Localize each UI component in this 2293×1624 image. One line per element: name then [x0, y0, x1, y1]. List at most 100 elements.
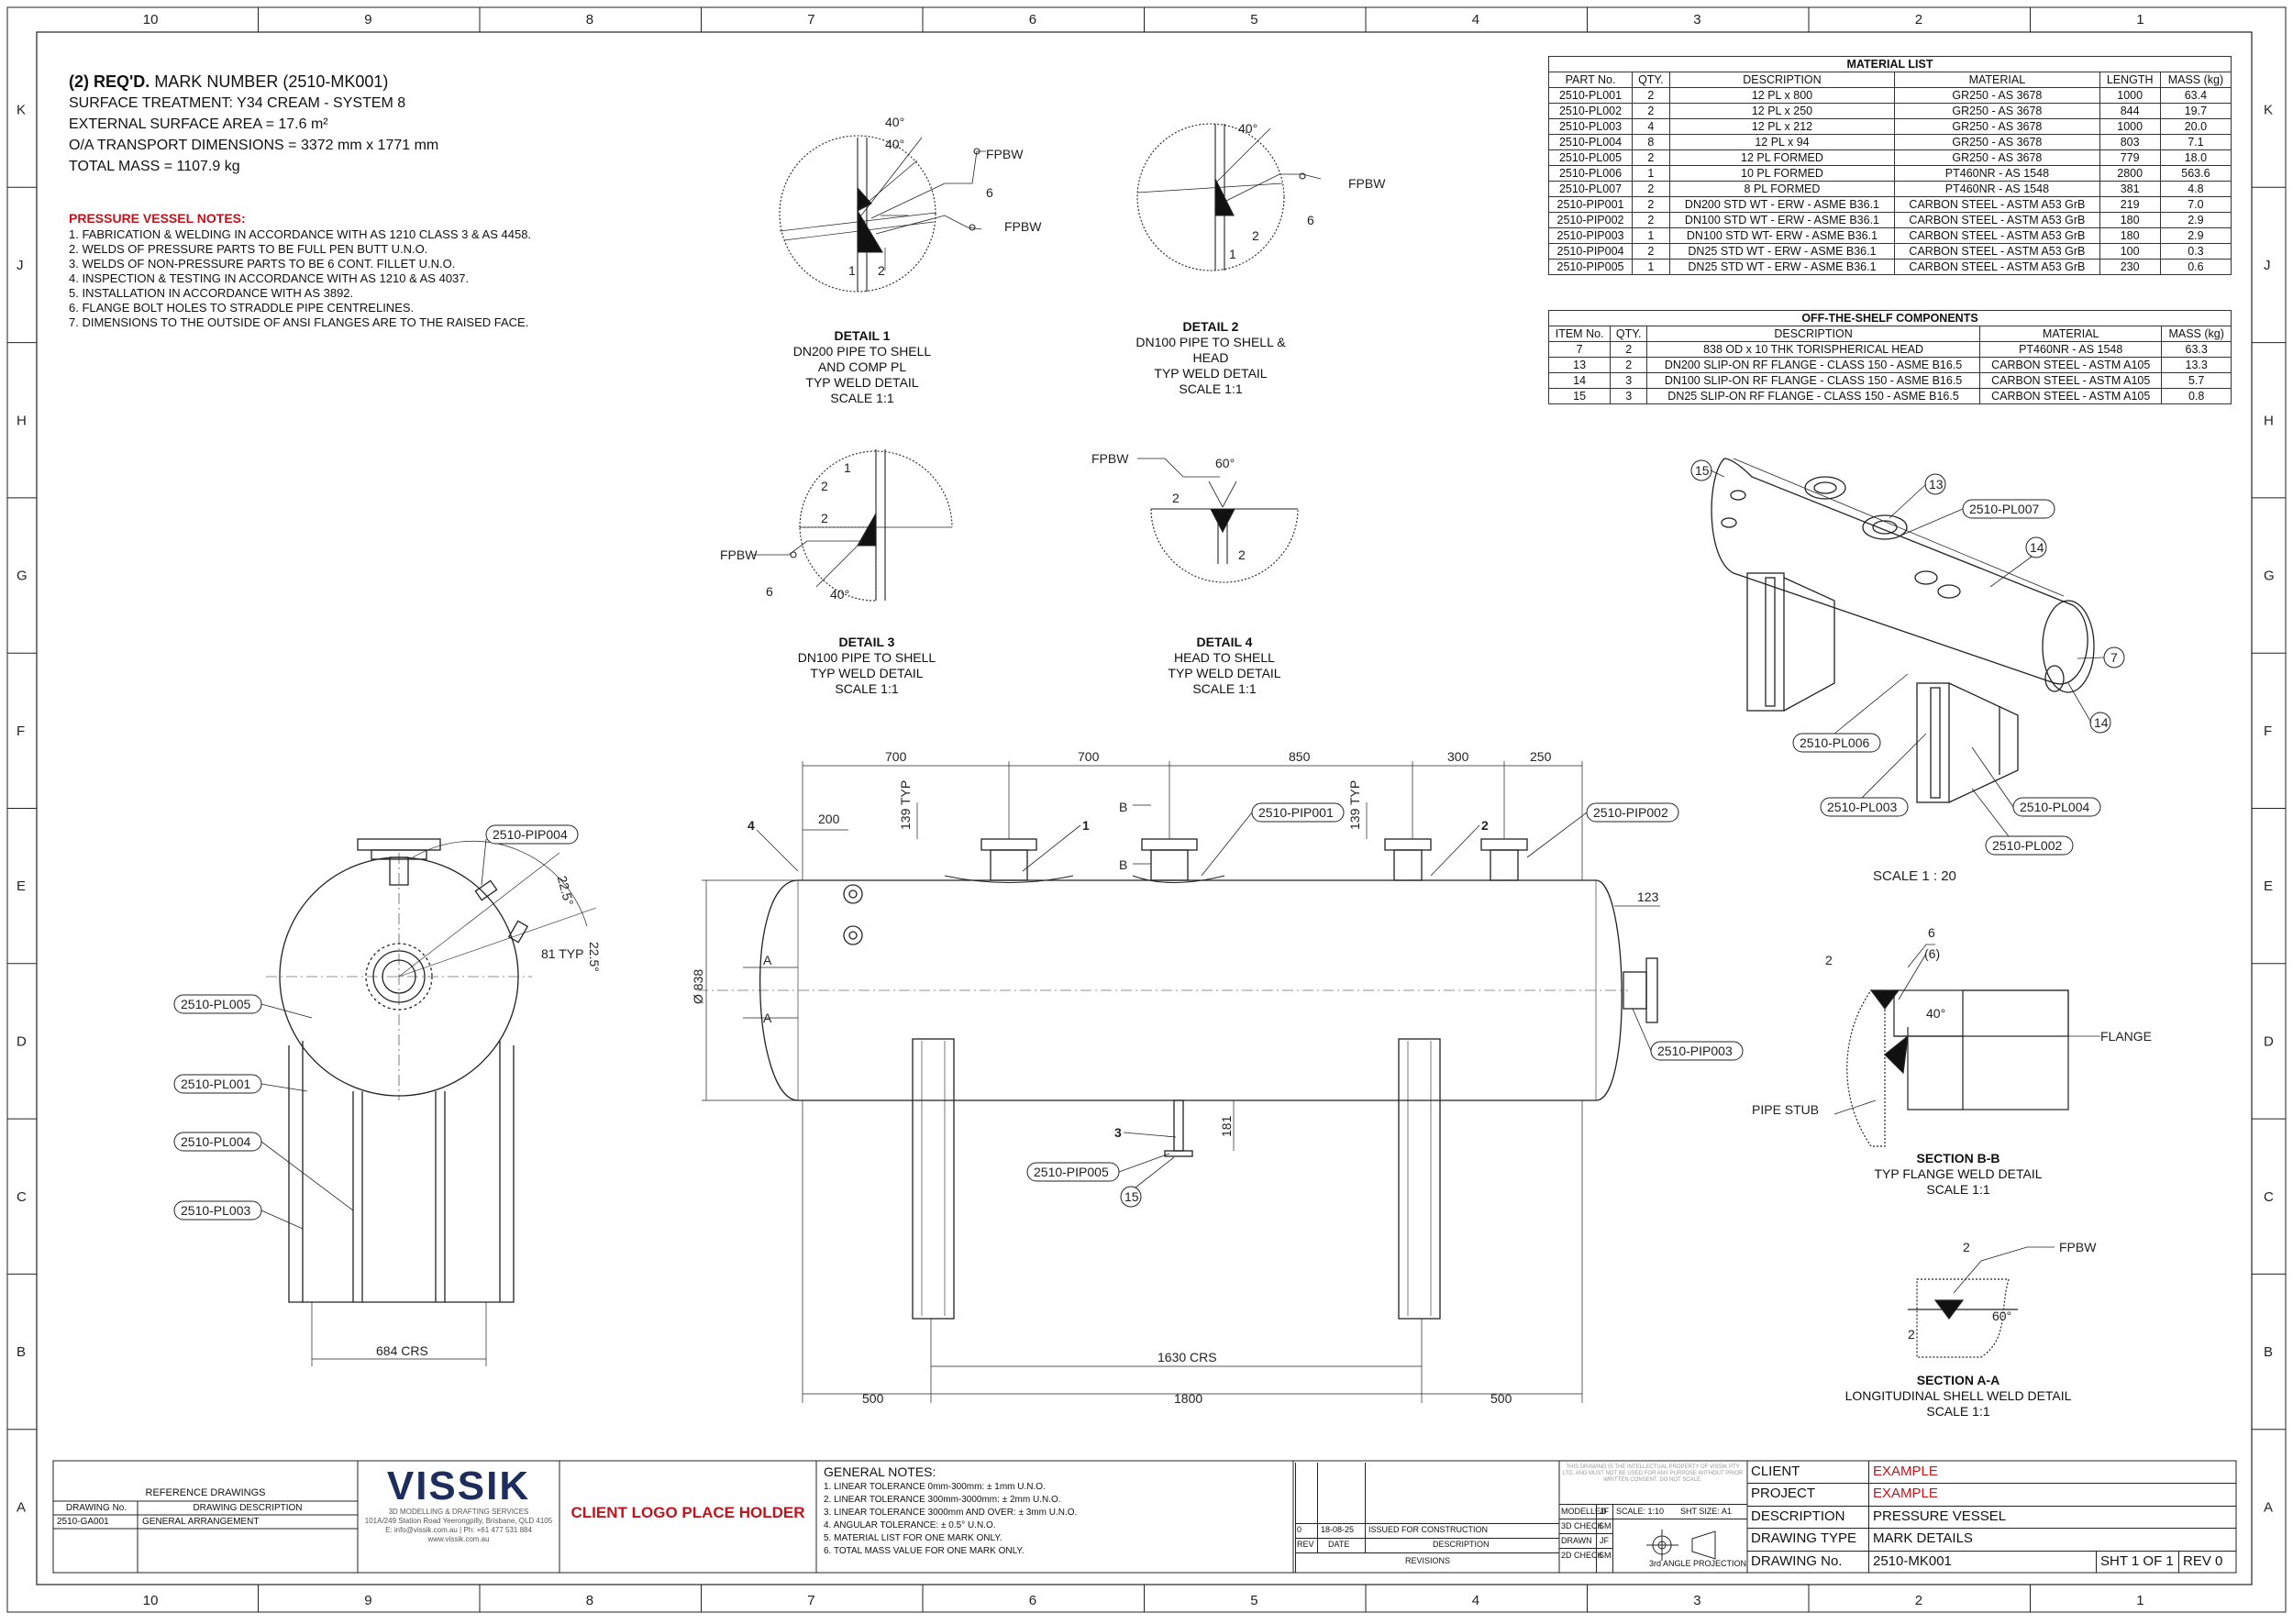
detail-desc: DN100 PIPE TO SHELL & HEAD [1135, 335, 1286, 365]
column-header: MASS (kg) [2159, 72, 2232, 88]
fpbw-label: FPBW [1091, 451, 1129, 466]
detail-scale: SCALE 1:1 [830, 391, 894, 405]
ref-drawing-no[interactable]: 2510-GA001 [57, 1517, 109, 1527]
dim-123: 123 [1637, 889, 1659, 904]
table-cell: 2510-PIP004 [1547, 243, 1634, 260]
table-cell: 2 [1610, 357, 1648, 373]
title-block-label: DESCRIPTION [1751, 1508, 1845, 1524]
detail-desc: TYP WELD DETAIL [805, 375, 919, 390]
title-block-row: PROJECT EXAMPLE [1747, 1483, 2236, 1507]
projection-symbol [1646, 1530, 1716, 1561]
dim-dia: Ø 838 [691, 969, 705, 1004]
mark-1: 1 [1082, 818, 1090, 833]
table-cell: DN25 STD WT - ERW - ASME B36.1 [1668, 259, 1896, 275]
table-cell: 2 [1632, 243, 1670, 260]
zone-column-label: 2 [1915, 12, 1922, 28]
table-cell: 230 [2099, 259, 2161, 275]
table-cell: 1 [1632, 227, 1670, 244]
zone-column-label: 4 [1472, 12, 1479, 28]
iso-scale: SCALE 1 : 20 [1873, 868, 1956, 884]
callout-pl001: 2510-PL001 [181, 1077, 251, 1091]
brand-addr: 101A/249 Station Road Yeerongpilly, Bris… [364, 1517, 553, 1525]
zone-row-label: A [2264, 1499, 2273, 1515]
detail-3-annotations: FPBW 40° 6 1 2 2 [720, 460, 851, 602]
column-header: MASS (kg) [2161, 326, 2232, 342]
dim-81: 81 TYP [541, 946, 583, 961]
zone-row-label: H [2264, 413, 2274, 428]
dim-bottom-2: 1800 [1174, 1391, 1202, 1406]
pv-note: 3. WELDS OF NON-PRESSURE PARTS TO BE 6 C… [69, 257, 456, 271]
table-cell: PT460NR - AS 1548 [1979, 341, 2163, 358]
general-note: 3. LINEAR TOLERANCE 3000mm AND OVER: ± 3… [824, 1508, 1078, 1518]
title-block-label: PROJECT [1751, 1486, 1816, 1502]
isometric-view [1711, 458, 2095, 803]
dim-1630: 1630 CRS [1158, 1350, 1217, 1364]
section-aa-annotations: FPBW 2 60° 2 [1908, 1240, 2097, 1342]
section-title: SECTION B-B [1916, 1151, 2000, 1166]
table-cell: 7.1 [2159, 134, 2232, 150]
zone-row-label: F [2264, 724, 2272, 739]
dim-label: 1 [844, 460, 851, 475]
table-cell: 12 PL FORMED [1668, 149, 1896, 166]
section-mark-b: B [1119, 857, 1127, 872]
modelled-by: JF [1600, 1507, 1609, 1516]
table-cell: 838 OD x 10 THK TORISPHERICAL HEAD [1646, 341, 1981, 358]
general-note: 6. TOTAL MASS VALUE FOR ONE MARK ONLY. [824, 1546, 1025, 1556]
rev-header-desc: DESCRIPTION [1433, 1540, 1490, 1549]
zone-row-label: H [17, 413, 27, 428]
general-note: 4. ANGULAR TOLERANCE: ± 0.5° U.N.O. [824, 1520, 996, 1530]
brand-web[interactable]: www.vissik.com.au [427, 1535, 490, 1543]
dim-bottom-1: 500 [862, 1391, 884, 1406]
side-view-annotations: 700 700 850 300 250 200 139 TYP 139 TYP … [691, 749, 1744, 1406]
rev-desc: ISSUED FOR CONSTRUCTION [1368, 1525, 1489, 1534]
mark-number: MARK NUMBER (2510-MK001) [154, 72, 389, 91]
column-header: QTY. [1610, 326, 1648, 342]
angle-dim: 22.5° [555, 874, 577, 907]
detail-desc: TYP WELD DETAIL [1168, 666, 1281, 680]
angle-label: 60° [1992, 1309, 2011, 1323]
detail-scale: SCALE 1:1 [835, 681, 899, 696]
section-scale: SCALE 1:1 [1926, 1404, 1990, 1419]
callout-pl004: 2510-PL004 [181, 1134, 251, 1149]
table-cell: 2.9 [2159, 227, 2232, 244]
flange-label: FLANGE [2100, 1029, 2152, 1044]
table-cell: DN100 STD WT - ERW - ASME B36.1 [1668, 212, 1896, 228]
balloon-15: 15 [1124, 1189, 1139, 1204]
fpbw-label: FPBW [720, 547, 758, 562]
pipe-stub-label: PIPE STUB [1752, 1102, 1819, 1117]
callout-pl005: 2510-PL005 [181, 997, 251, 1011]
column-header: LENGTH [2099, 72, 2161, 88]
title-block-value: PRESSURE VESSEL [1868, 1505, 2006, 1529]
column-header: ITEM No. [1547, 326, 1612, 342]
pv-notes-list: 1. FABRICATION & WELDING IN ACCORDANCE W… [69, 227, 531, 330]
table-cell: GR250 - AS 3678 [1894, 118, 2100, 135]
table-cell: 0.6 [2159, 259, 2232, 275]
detail-desc: HEAD TO SHELL [1174, 650, 1275, 665]
fpbw-label: FPBW [2059, 1240, 2097, 1254]
pv-note: 1. FABRICATION & WELDING IN ACCORDANCE W… [69, 227, 532, 241]
checks-block: MODELLED JF 3D CHECK SM DRAWN JF 2D CHEC… [1559, 1504, 1747, 1573]
table-cell: 12 PL x 212 [1668, 118, 1896, 135]
zone-column-label: 8 [586, 1593, 593, 1608]
column-header: DESCRIPTION [1646, 326, 1981, 342]
title-block-frame [52, 1460, 2237, 1574]
table-cell: 12 PL x 250 [1668, 103, 1896, 119]
mark-4: 4 [748, 818, 755, 833]
zone-column-label: 1 [2136, 1593, 2143, 1608]
table-cell: 4 [1632, 118, 1670, 135]
zone-column-label: 9 [364, 1593, 371, 1608]
pv-note: 7. DIMENSIONS TO THE OUTSIDE OF ANSI FLA… [69, 315, 529, 329]
section-bb-drawing [1833, 944, 2100, 1147]
zone-row-label: B [2264, 1344, 2273, 1360]
table-cell: 844 [2099, 103, 2161, 119]
table-cell: DN25 SLIP-ON RF FLANGE - CLASS 150 - ASM… [1646, 388, 1981, 404]
table-cell: PT460NR - AS 1548 [1894, 165, 2100, 182]
table-cell: 180 [2099, 212, 2161, 228]
title-block-value: EXAMPLE [1868, 1483, 1938, 1506]
dim-label: 2 [878, 263, 885, 278]
